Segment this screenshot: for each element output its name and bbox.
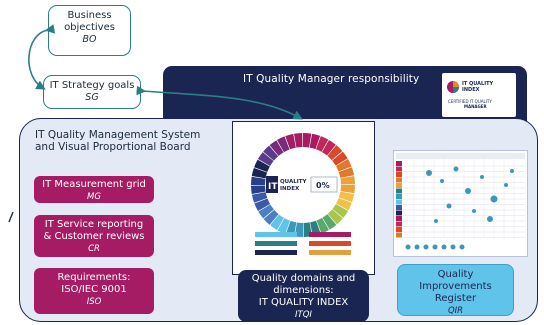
wheel-index-line2: INDEX [280, 186, 300, 192]
wheel-segment [293, 133, 303, 148]
measurement-grid-abbr: MG [87, 192, 101, 202]
register-thumbnail [396, 153, 525, 250]
quality-wheel-ring [251, 133, 355, 237]
wheel-segment [270, 214, 284, 231]
itqi-box[interactable]: Quality domains and dimensions: IT QUALI… [238, 270, 369, 322]
logo-brand-line1: IT QUALITY [462, 81, 493, 87]
itqi-line1: Quality domains and [251, 273, 356, 284]
itqi-abbr: ITQI [295, 310, 312, 320]
itqi-line3: IT QUALITY INDEX [258, 297, 349, 308]
qms-title-line2: and Visual Proportional Board [35, 141, 191, 153]
it-quality-index-logo: IT QUALITY INDEX CERTIFIED IT QUALITY MA… [442, 73, 516, 117]
logo-graphic: IT QUALITY INDEX CERTIFIED IT QUALITY MA… [447, 81, 493, 109]
wheel-segment [254, 198, 271, 211]
wheel-segment [251, 192, 268, 203]
improvements-register-card[interactable] [393, 150, 528, 257]
side-tick [8, 211, 14, 223]
wheel-segment [258, 204, 274, 219]
wheel-segment [277, 218, 290, 234]
wheel-segment [332, 204, 349, 218]
qms-title-line1: IT Quality Management System [35, 129, 201, 141]
responsibility-title: IT Quality Manager responsibility [243, 73, 420, 85]
logo-brand-line2: INDEX [462, 87, 480, 93]
wheel-segment [251, 185, 266, 195]
quality-wheel-card[interactable]: IT QUALITY INDEX 0% [232, 121, 375, 275]
wheel-segment [322, 139, 336, 156]
logo-sub-line2: MANAGER [464, 104, 487, 109]
wheel-segment [335, 159, 352, 172]
wheel-segment [322, 214, 337, 230]
wheel-segment [263, 209, 279, 225]
wheel-segment [332, 151, 348, 166]
service-reporting-line2: & Customer reviews [43, 231, 145, 242]
wheel-segment [269, 140, 284, 156]
quality-index-it-mark [266, 176, 278, 193]
service-reporting-box[interactable]: IT Service reporting & Customer reviews … [34, 215, 154, 257]
wheel-segment [254, 159, 270, 172]
qir-abbr: QIR [447, 306, 464, 316]
bo-sg-connector [28, 24, 56, 90]
svg-text:IT: IT [268, 182, 278, 192]
qir-line1: Quality [437, 269, 474, 280]
requirements-line1: Requirements: [57, 272, 131, 283]
wheel-segment [251, 176, 266, 185]
wheel-segment [316, 217, 329, 234]
requirements-box[interactable]: Requirements: ISO/IEC 9001 ISO [34, 268, 154, 314]
service-reporting-line1: IT Service reporting [44, 219, 144, 230]
wheel-segment [316, 136, 329, 152]
business-objectives-abbr: BO [82, 34, 97, 45]
wheel-segment [277, 136, 290, 153]
wheel-segment [285, 133, 296, 150]
wheel-segment [251, 167, 268, 179]
register-grid [396, 153, 525, 250]
wheel-segment [263, 145, 279, 161]
sg-itqi-connector [136, 85, 303, 120]
itqi-line2: dimensions: [273, 285, 334, 296]
qir-box[interactable]: Quality Improvements Register QIR [397, 264, 514, 316]
wheel-segment [303, 133, 312, 148]
strategy-goals-label: IT Strategy goals [49, 80, 135, 91]
qir-line2: Improvements [419, 281, 492, 292]
wheel-segment [327, 209, 343, 225]
wheel-segment [338, 167, 355, 178]
measurement-grid-label: IT Measurement grid [42, 179, 146, 190]
strategy-goals-abbr: SG [85, 92, 99, 103]
logo-sub-line1: CERTIFIED IT QUALITY [448, 99, 492, 104]
quality-wheel-graphic: IT QUALITY INDEX 0% [251, 133, 355, 255]
wheel-percent: 0% [316, 181, 330, 190]
wheel-segment [340, 175, 355, 185]
wheel-segment [309, 133, 321, 150]
business-objectives-box[interactable]: Business objectives BO [48, 5, 131, 56]
wheel-segment [336, 198, 352, 211]
business-objectives-line2: objectives [64, 22, 115, 33]
wheel-segment [338, 191, 355, 203]
business-objectives-line1: Business [67, 10, 112, 21]
qms-title: IT Quality Management System and Visual … [35, 129, 200, 153]
wheel-segment [327, 145, 343, 161]
wheel-segment [340, 185, 355, 194]
measurement-grid-box[interactable]: IT Measurement grid MG [34, 176, 154, 203]
wheel-index-line1: QUALITY [280, 179, 308, 185]
service-reporting-abbr: CR [88, 244, 100, 254]
qir-line3: Register [434, 293, 477, 304]
wheel-segment [257, 152, 274, 166]
requirements-line2: ISO/IEC 9001 [61, 284, 127, 295]
requirements-abbr: ISO [86, 297, 102, 307]
strategy-goals-box[interactable]: IT Strategy goals SG [43, 75, 141, 109]
